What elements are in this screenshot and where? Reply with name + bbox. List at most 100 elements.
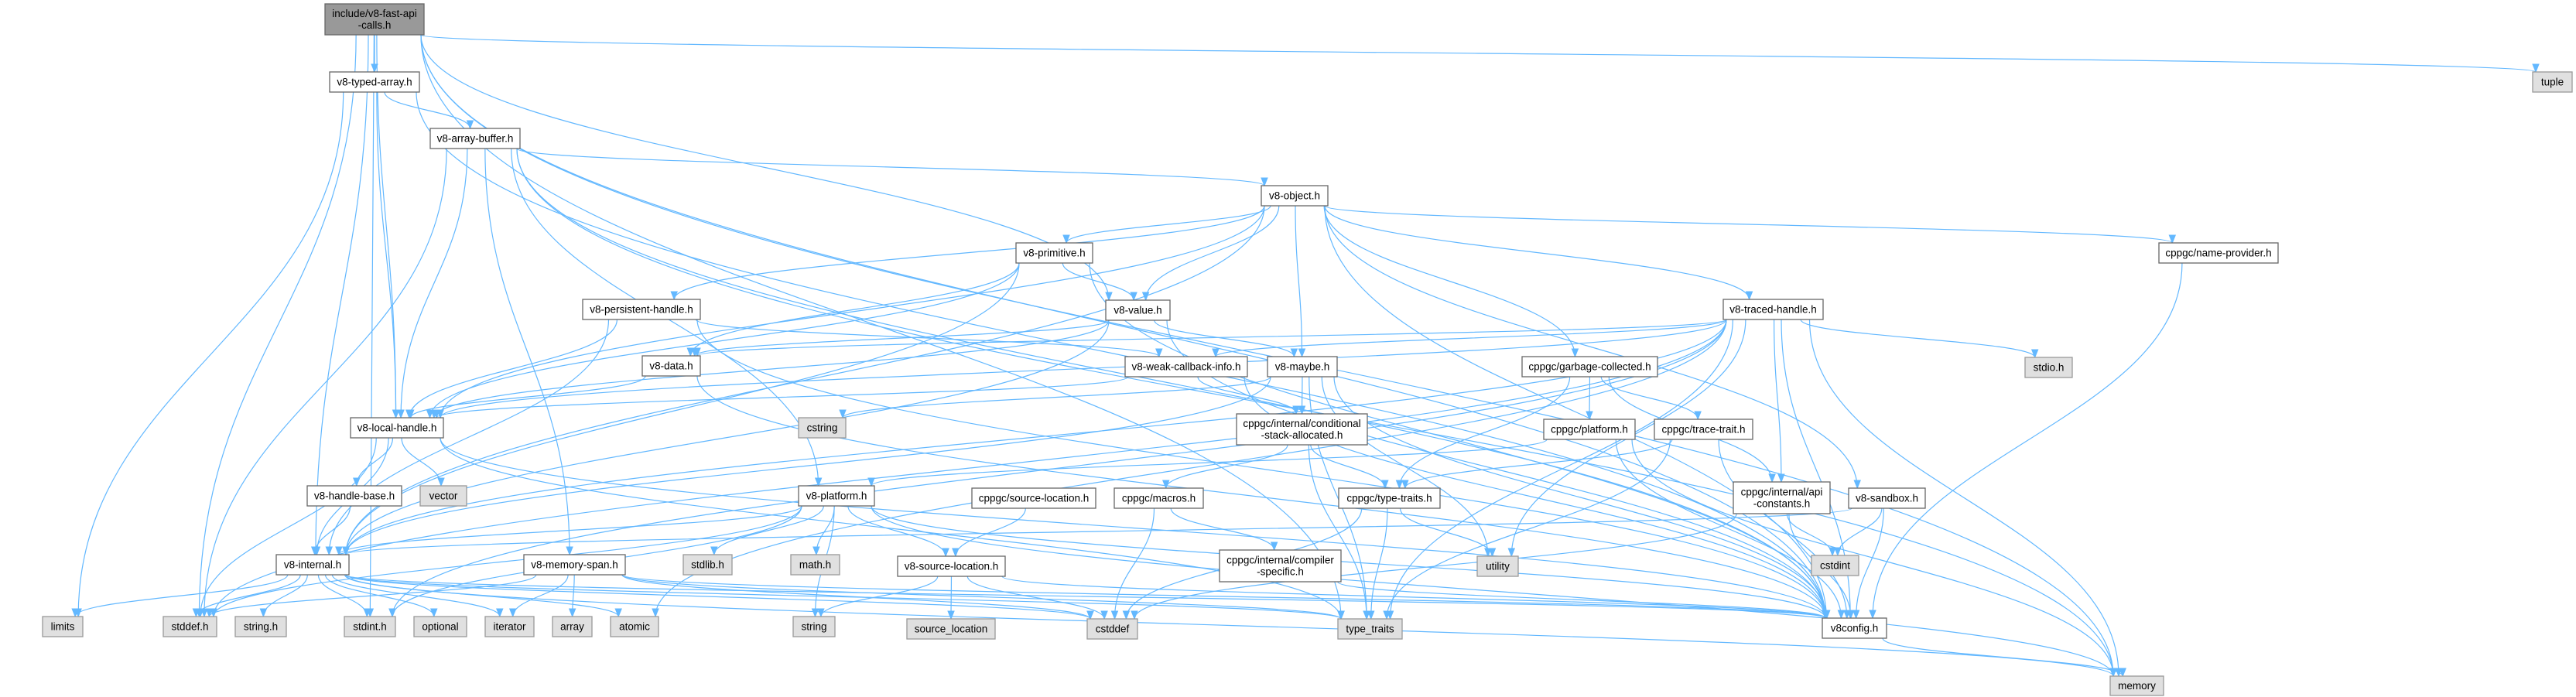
arrowhead-icon	[1363, 610, 1370, 620]
node-platform[interactable]: v8-platform.h	[798, 485, 875, 507]
node-label: memory	[2118, 680, 2156, 692]
node-trace[interactable]: cppgc/trace-trait.h	[1654, 419, 1753, 440]
node-label: v8-local-handle.h	[357, 422, 437, 434]
arrowhead-icon	[1488, 548, 1497, 558]
node-label: v8config.h	[1831, 623, 1879, 634]
arrowhead-icon	[433, 409, 440, 419]
arrowhead-icon	[670, 291, 678, 301]
arrowhead-icon	[952, 548, 960, 558]
node-weak[interactable]: v8-weak-callback-info.h	[1124, 356, 1248, 378]
node-internal[interactable]: v8-internal.h	[275, 554, 350, 576]
edge-internal-to-iterator	[331, 574, 501, 617]
node-box	[1337, 618, 1403, 640]
edge-typed-to-limits	[77, 91, 344, 617]
node-label: -stack-allocated.h	[1261, 429, 1343, 441]
node-data[interactable]: v8-data.h	[641, 355, 701, 377]
arrowhead-icon	[1131, 610, 1138, 620]
node-optional: optional	[413, 616, 467, 637]
node-box	[798, 485, 875, 507]
arrowhead-icon	[71, 608, 79, 618]
node-label: source_location	[915, 624, 988, 635]
node-box	[1848, 487, 1926, 509]
node-csrc[interactable]: cppgc/source-location.h	[971, 487, 1096, 509]
edge-traced-to-apic	[1774, 319, 1782, 483]
node-label: v8-typed-array.h	[337, 77, 412, 88]
edge-trace-to-v8config	[1718, 439, 1848, 619]
node-box	[1261, 185, 1329, 207]
arrowhead-icon	[388, 608, 396, 618]
node-persist[interactable]: v8-persistent-handle.h	[582, 299, 701, 320]
arrowhead-icon	[947, 610, 955, 620]
edge-root-to-tuple	[420, 34, 2537, 73]
arrowhead-icon	[1869, 610, 1876, 620]
edge-platform-to-stdlib	[713, 505, 824, 555]
node-v8config[interactable]: v8config.h	[1822, 617, 1887, 639]
node-math: math.h	[790, 554, 840, 576]
node-sandbox[interactable]: v8-sandbox.h	[1848, 487, 1926, 509]
edge-abuf-to-object	[516, 148, 1265, 186]
node-ttraits[interactable]: cppgc/type-traits.h	[1338, 487, 1441, 509]
edge-object-to-maybe	[1295, 205, 1303, 357]
node-cond[interactable]: cppgc/internal/conditional-stack-allocat…	[1236, 413, 1368, 446]
node-compiler[interactable]: cppgc/internal/compiler-specific.h	[1219, 549, 1342, 583]
edge-platform-to-stddef	[213, 505, 802, 617]
edge-platform-to-internal	[338, 505, 802, 555]
node-label: optional	[422, 621, 458, 633]
node-prim[interactable]: v8-primitive.h	[1015, 242, 1093, 264]
node-srcloc: source_location	[906, 618, 996, 640]
node-apic[interactable]: cppgc/internal/api-constants.h	[1733, 481, 1831, 514]
edge-persist-to-internal	[328, 319, 610, 555]
edge-cond-to-typetraits	[1308, 444, 1367, 620]
edge-typed-to-local	[376, 91, 397, 419]
edge-cplat-to-v8config	[1615, 439, 1842, 619]
arrowhead-icon	[942, 548, 949, 558]
node-mspan[interactable]: v8-memory-span.h	[523, 554, 626, 576]
node-box	[1267, 356, 1338, 378]
edge-object-to-gc	[1323, 205, 1576, 357]
node-box	[790, 554, 840, 576]
node-local[interactable]: v8-local-handle.h	[350, 417, 444, 439]
arrowhead-icon	[614, 608, 622, 618]
edge-object-to-local	[440, 205, 1265, 419]
node-label: math.h	[799, 559, 831, 571]
arrowhead-icon	[817, 608, 825, 618]
node-label: cppgc/trace-trait.h	[1661, 424, 1745, 436]
edge-sandbox-to-cstdint	[1837, 507, 1883, 556]
node-cplat[interactable]: cppgc/platform.h	[1543, 419, 1636, 440]
edge-internal-to-limits	[74, 574, 289, 617]
arrowhead-icon	[430, 608, 438, 618]
node-hbase[interactable]: v8-handle-base.h	[306, 485, 402, 507]
edge-persist-to-weak	[695, 319, 1160, 357]
node-root[interactable]: include/v8-fast-api-calls.h	[324, 3, 425, 36]
edge-traced-to-typetraits	[1389, 319, 1733, 620]
node-box	[324, 3, 425, 36]
arrowhead-icon	[1162, 480, 1170, 490]
node-label: v8-traced-handle.h	[1729, 304, 1817, 316]
node-object[interactable]: v8-object.h	[1261, 185, 1329, 207]
node-box	[429, 128, 521, 149]
node-cstddef: cstddef	[1086, 618, 1138, 640]
node-maybe[interactable]: v8-maybe.h	[1267, 356, 1338, 378]
node-traced[interactable]: v8-traced-handle.h	[1722, 299, 1824, 320]
node-macros[interactable]: cppgc/macros.h	[1114, 487, 1204, 509]
edge-macros-to-cstddef	[1114, 507, 1155, 620]
arrowhead-icon	[1694, 411, 1702, 421]
edge-abuf-to-stddef	[204, 148, 447, 617]
arrowhead-icon	[1100, 610, 1108, 620]
node-label: atomic	[619, 621, 650, 633]
node-stringh: string.h	[234, 616, 287, 637]
node-value[interactable]: v8-value.h	[1105, 299, 1171, 321]
edge-maybe-to-cstring	[842, 376, 1271, 419]
arrowhead-icon	[1110, 610, 1119, 620]
node-typed[interactable]: v8-typed-array.h	[329, 71, 420, 93]
edge-object-to-prim	[1066, 205, 1271, 244]
nodes-layer: include/v8-fast-api-calls.h v8-typed-arra…	[42, 3, 2573, 696]
node-label: cppgc/type-traits.h	[1346, 493, 1432, 504]
node-box	[350, 417, 444, 439]
node-label: -constants.h	[1753, 498, 1811, 510]
node-v8src[interactable]: v8-source-location.h	[897, 555, 1006, 577]
node-namep[interactable]: cppgc/name-provider.h	[2158, 242, 2279, 264]
node-gc[interactable]: cppgc/garbage-collected.h	[1521, 356, 1658, 378]
node-abuf[interactable]: v8-array-buffer.h	[429, 128, 521, 149]
node-box	[682, 554, 733, 576]
